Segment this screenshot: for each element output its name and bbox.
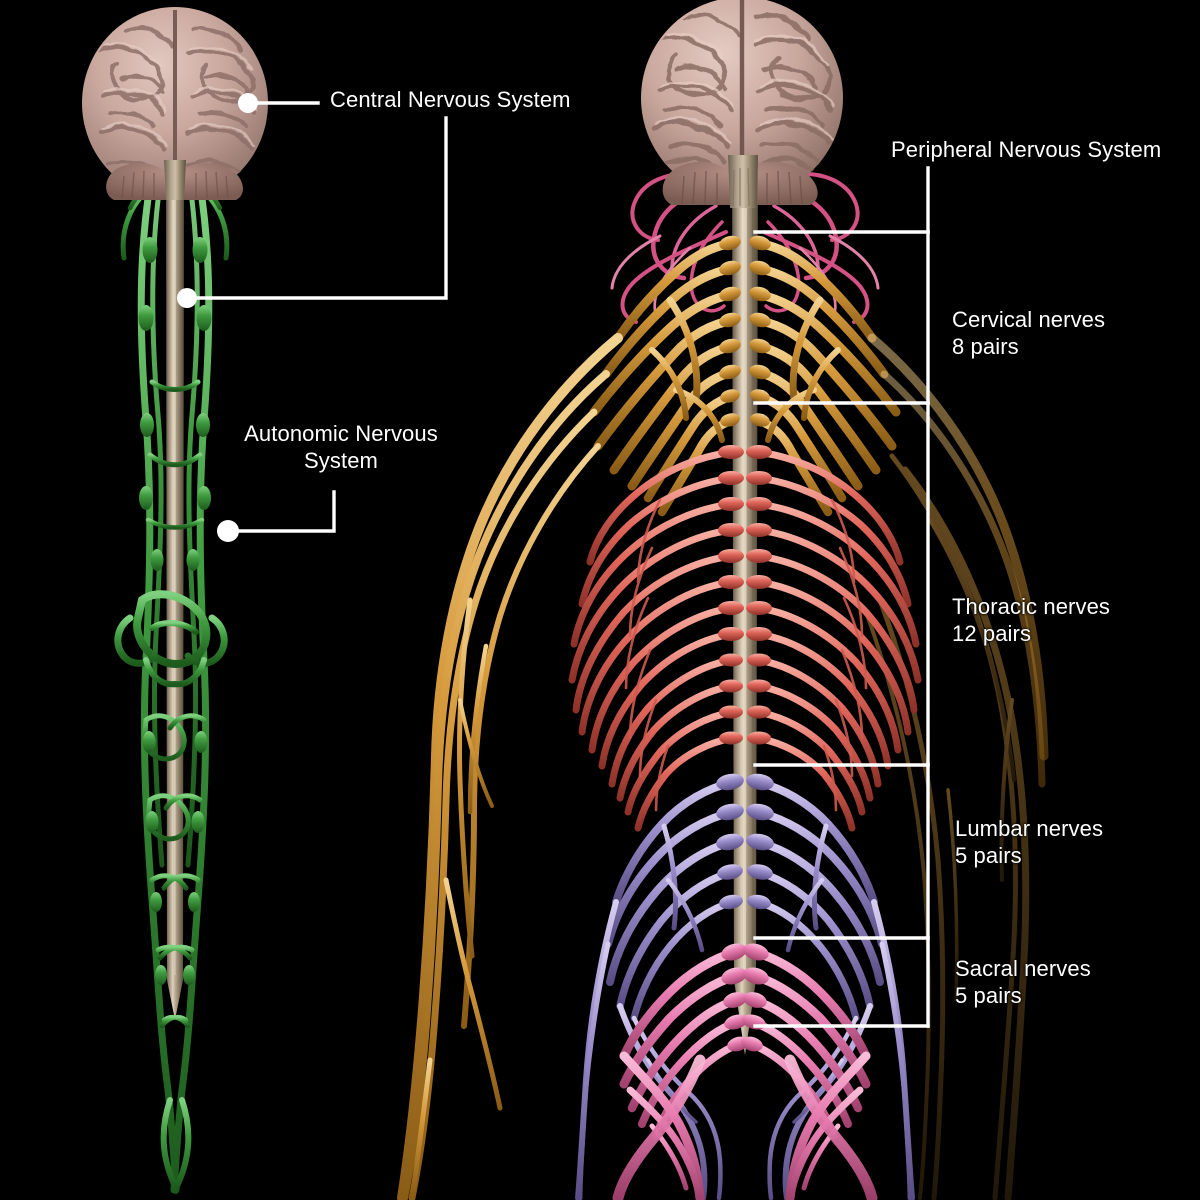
thoracic-branches	[624, 498, 868, 812]
lumbar-nerves	[575, 778, 915, 1200]
label-sacral-nerves: Sacral nerves 5 pairs	[955, 956, 1091, 1008]
left-figure-artwork	[82, 7, 268, 1195]
label-central-nervous-system: Central Nervous System	[330, 87, 571, 112]
leader-dots	[177, 93, 258, 542]
sacral-nerves	[612, 947, 878, 1200]
sacral-ganglia	[721, 943, 769, 1052]
bracket-sacral	[753, 936, 930, 1028]
cervical-ganglia	[719, 235, 771, 427]
thoracic-nerves	[568, 448, 922, 832]
label-autonomic-nervous-system: Autonomic Nervous System	[244, 421, 438, 473]
leader-lines	[190, 101, 930, 1028]
brain-left	[82, 7, 268, 200]
label-peripheral-nervous-system: Peripheral Nervous System	[891, 137, 1162, 162]
callout-dot-cns-cord	[177, 288, 197, 308]
brain-right	[641, 0, 843, 208]
thoracic-ganglia	[718, 445, 772, 745]
callout-dot-autonomic	[217, 520, 239, 542]
bracket-thoracic	[753, 401, 930, 767]
label-lumbar-nerves: Lumbar nerves 5 pairs	[955, 816, 1104, 868]
bracket-cervical	[753, 230, 930, 405]
label-thoracic-nerves: Thoracic nerves 12 pairs	[952, 594, 1111, 646]
lumbar-ganglia	[716, 773, 774, 910]
label-cervical-nerves: Cervical nerves 8 pairs	[952, 307, 1106, 359]
callout-dot-cns-brain	[238, 93, 258, 113]
bracket-lumbar	[753, 763, 930, 940]
autonomic-ganglia-left	[138, 237, 212, 985]
leader-central-nervous-system	[190, 101, 448, 300]
right-figure-artwork	[397, 0, 1049, 1200]
cervical-nerves	[397, 238, 1049, 1200]
leader-autonomic-nervous-system	[234, 490, 336, 533]
